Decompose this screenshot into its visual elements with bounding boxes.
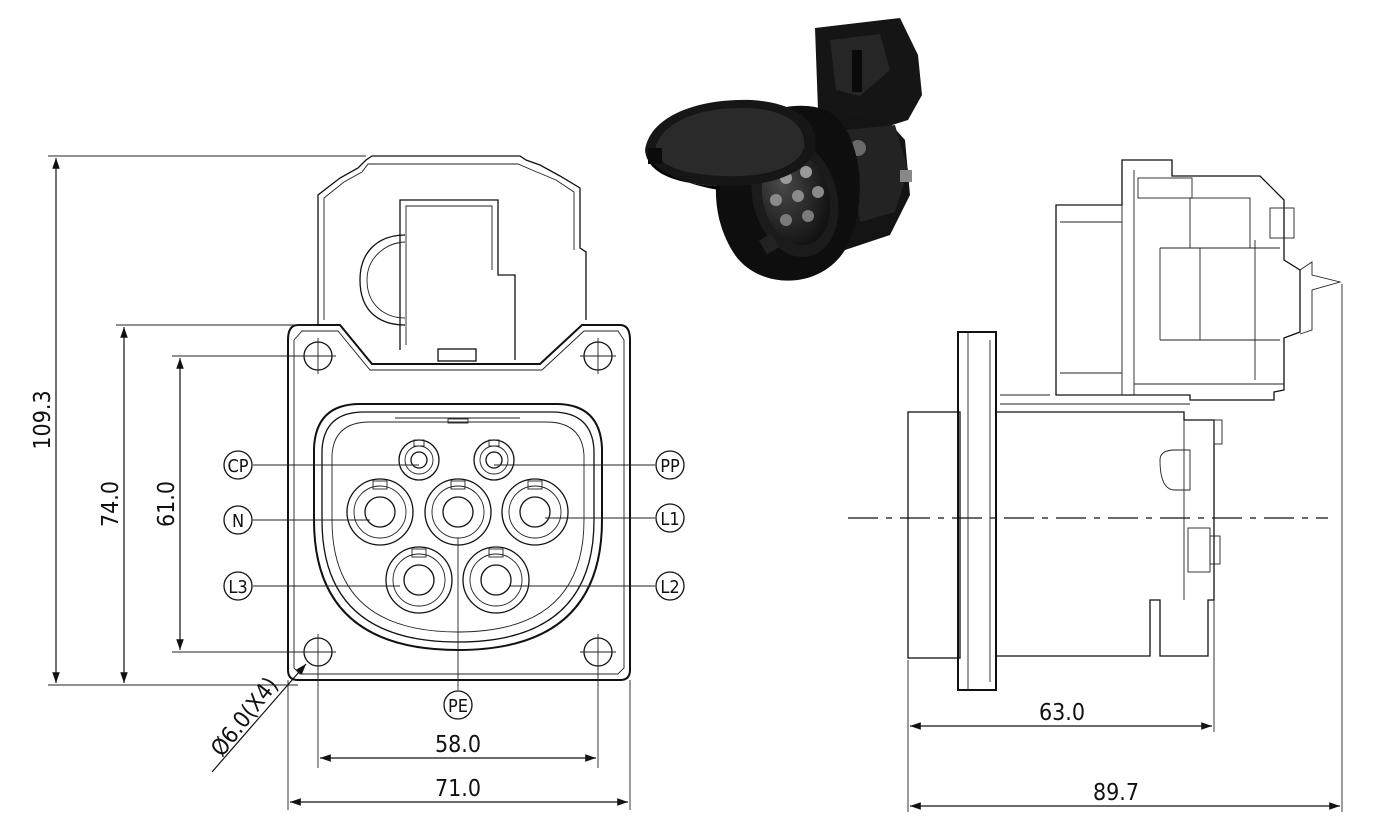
- dim-hole-spacing-horizontal: 58.0: [317, 666, 599, 768]
- side-connector-block: [1055, 159, 1301, 401]
- dim-hole-spacing-vertical: 61.0: [154, 355, 304, 653]
- label-pe: PE: [443, 690, 473, 720]
- label-cp: CP: [223, 450, 253, 480]
- pin-l3: [385, 546, 453, 614]
- isometric-view: [645, 18, 922, 281]
- side-plug-body: [907, 411, 961, 659]
- svg-text:CP: CP: [227, 456, 248, 477]
- side-flange: [957, 331, 997, 691]
- pin-n: [346, 478, 414, 546]
- label-l3: L3: [223, 571, 253, 601]
- pin-leaders: [253, 464, 655, 690]
- pin-l1: [501, 478, 569, 546]
- mounting-hole-top-left: [300, 338, 336, 374]
- svg-text:PE: PE: [448, 696, 468, 717]
- mounting-hole-bottom-right: [580, 634, 616, 670]
- svg-text:71.0: 71.0: [435, 776, 481, 802]
- flange-outline: [287, 324, 631, 681]
- dim-overall-depth: 89.7: [907, 284, 1343, 812]
- side-housing: [996, 411, 1215, 657]
- label-n: N: [223, 505, 253, 535]
- dim-flange-width: 71.0: [287, 680, 631, 810]
- pin-pe: [424, 478, 492, 546]
- svg-text:N: N: [232, 511, 244, 532]
- dim-body-depth: 63.0: [907, 600, 1215, 732]
- svg-text:89.7: 89.7: [1093, 780, 1139, 806]
- svg-text:63.0: 63.0: [1039, 700, 1085, 726]
- svg-text:61.0: 61.0: [154, 481, 180, 527]
- svg-text:L3: L3: [228, 577, 247, 598]
- front-view: CP PP N L1 L3 L2 PE: [30, 155, 685, 810]
- svg-text:74.0: 74.0: [98, 481, 124, 527]
- pin-l2: [462, 546, 530, 614]
- svg-text:109.3: 109.3: [30, 390, 56, 449]
- label-l1: L1: [655, 503, 685, 533]
- dim-hole-diameter: Ø6.0(X4): [206, 663, 307, 773]
- svg-text:L2: L2: [660, 577, 679, 598]
- dim-overall-height: 109.3: [30, 155, 366, 686]
- label-pp: PP: [655, 450, 685, 480]
- label-l2: L2: [655, 571, 685, 601]
- latch-housing-outline: [317, 155, 587, 325]
- latch-slot: [399, 199, 516, 360]
- svg-text:L1: L1: [660, 509, 679, 530]
- dim-flange-height: 74.0: [98, 324, 316, 683]
- mounting-hole-top-right: [580, 338, 616, 374]
- svg-text:Ø6.0(X4): Ø6.0(X4): [206, 673, 284, 762]
- pin-cp: [398, 439, 440, 481]
- pin-pp: [473, 439, 515, 481]
- side-view: 63.0 89.7: [848, 159, 1343, 812]
- svg-text:PP: PP: [660, 456, 680, 477]
- svg-text:58.0: 58.0: [435, 732, 481, 758]
